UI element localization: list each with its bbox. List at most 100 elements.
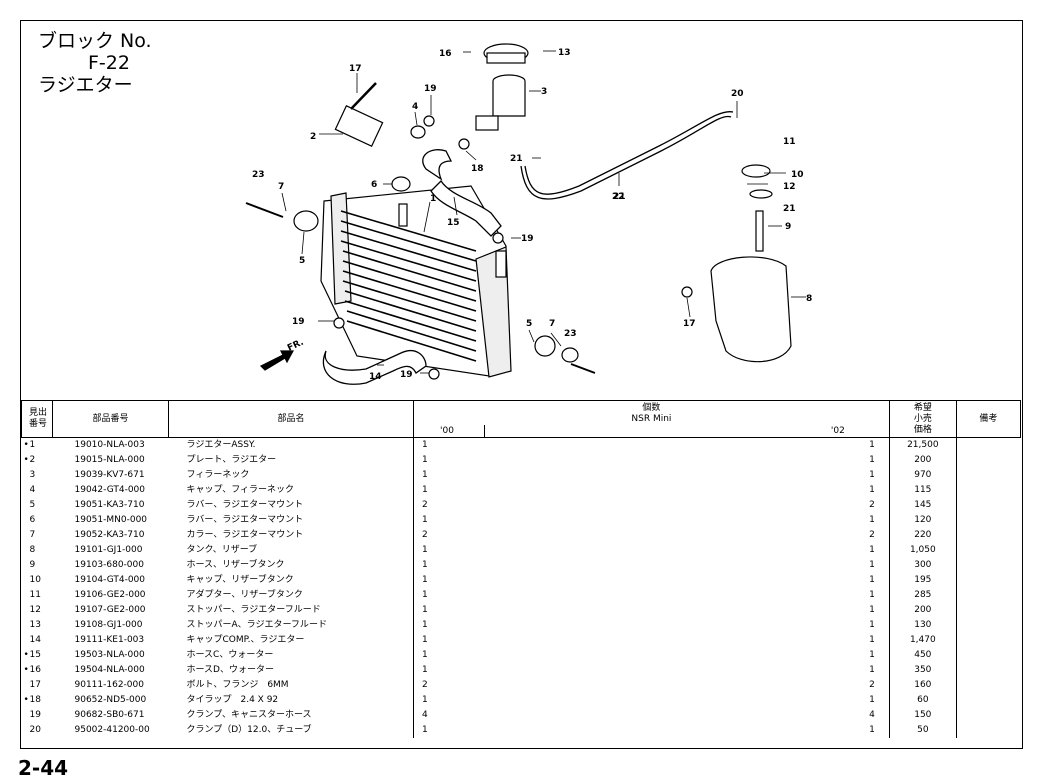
filler-neck-drawing [475,43,529,131]
qty-02-cell: 1 [869,590,875,600]
callout: 1 [430,194,436,204]
qty-00-cell: 4 [412,708,610,723]
change-mark: • [23,665,29,675]
ref-number: 19 [29,710,41,720]
remarks-cell [955,498,1021,513]
qty-02-cell: 1 [869,575,875,585]
price-cell: 21,500 [888,437,957,453]
part-name-cell: ラバー、ラジエターマウント [186,500,304,510]
page-number: 2-44 [18,756,69,780]
qty-00-cell: 1 [412,663,610,678]
col-part-no: 部品番号 [52,400,169,438]
callout: 11 [783,137,796,147]
qty-00-cell: 1 [412,723,610,738]
small-parts-drawing [245,82,693,380]
qty-02-cell: 1 [869,650,875,660]
qty-02-cell: 1 [869,440,875,450]
table-row: 20 95002-41200-00 クランプ（D）12.0、チューブ 1 1 50 [22,723,1021,738]
price-cell: 970 [888,468,957,483]
part-name-cell: アダプター、リザーブタンク [186,590,303,600]
qty-00-cell: 1 [412,693,610,708]
ref-number: 7 [29,530,36,540]
ref-cell: 4 [22,483,53,498]
callout: 19 [400,370,413,380]
part-number-cell: 19039-KV7-671 [74,470,145,480]
callout: 17 [683,319,696,329]
col-remarks-label: 備考 [979,413,998,424]
qty-02-cell: 1 [869,560,875,570]
qty-year2: '02 [830,426,845,436]
qty-02-cell: 1 [869,485,875,495]
diagram-svg: FR. 1 2 3 4 5 5 6 [245,43,812,385]
part-name-cell: フィラーネック [186,470,250,480]
ref-cell: 7 [22,528,53,543]
qty-00-cell: 1 [412,453,610,468]
ref-cell: 19 [22,708,53,723]
front-label: FR. [286,338,305,354]
ref-number: 3 [29,470,36,480]
price-cell: 50 [888,723,957,738]
part-number-cell: 19010-NLA-003 [74,440,145,450]
qty-00-cell: 1 [412,618,610,633]
qty-02-cell: 1 [869,515,875,525]
price-cell: 195 [888,573,957,588]
qty-00-cell: 1 [412,437,610,453]
callout: 19 [424,84,437,94]
callout: 10 [791,170,804,180]
price-cell: 60 [888,693,957,708]
part-name-cell: クランプ（D）12.0、チューブ [186,725,312,735]
ref-number: 4 [29,485,36,495]
part-number-cell: 19103-680-000 [74,560,144,570]
qty-02-cell: 1 [869,470,875,480]
callout: 6 [371,180,377,190]
part-name-cell: ストッパーA、ラジエターフルード [186,620,327,630]
ref-cell: 20 [22,723,53,738]
callout: 5 [299,256,305,266]
qty-02-cell: 4 [869,710,875,720]
ref-number: 5 [29,500,36,510]
ref-number: 9 [29,560,36,570]
remarks-cell [955,558,1021,573]
callout: 21 [783,204,796,214]
col-price-label: 希望 小売 価格 [913,402,932,435]
qty-00-cell: 1 [412,513,610,528]
table-header-row: 見出 番号 部品番号 部品名 個数 NSR Mini '00 '02 希望 小売… [21,400,1022,438]
part-number-cell: 95002-41200-00 [74,725,150,735]
block-number: F-22 [88,52,130,74]
ref-cell: 8 [22,543,53,558]
leader-lines [281,50,806,374]
part-name-cell: ボルト、フランジ 6MM [186,680,289,690]
ref-cell: 9 [22,558,53,573]
remarks-cell [955,618,1021,633]
ref-cell: 6 [22,513,53,528]
part-number-cell: 19504-NLA-000 [74,665,145,675]
ref-number: 6 [29,515,36,525]
price-cell: 120 [888,513,957,528]
reserve-tank-drawing [710,164,792,363]
qty-02-cell: 1 [869,725,875,735]
ref-cell: 5 [22,498,53,513]
part-name-cell: カラー、ラジエターマウント [186,530,304,540]
callout: 21 [510,154,523,164]
callout: 19 [292,317,305,327]
qty-00-cell: 1 [412,648,610,663]
callout: 7 [278,182,284,192]
ref-cell: 17 [22,678,53,693]
part-number-cell: 19052-KA3-710 [74,530,145,540]
remarks-cell [955,453,1021,468]
ref-number: 20 [29,725,41,735]
part-name-cell: ホースD、ウォーター [186,665,274,675]
radiator-drawing [320,185,512,378]
price-cell: 150 [888,708,957,723]
callout: 21 [613,192,626,202]
